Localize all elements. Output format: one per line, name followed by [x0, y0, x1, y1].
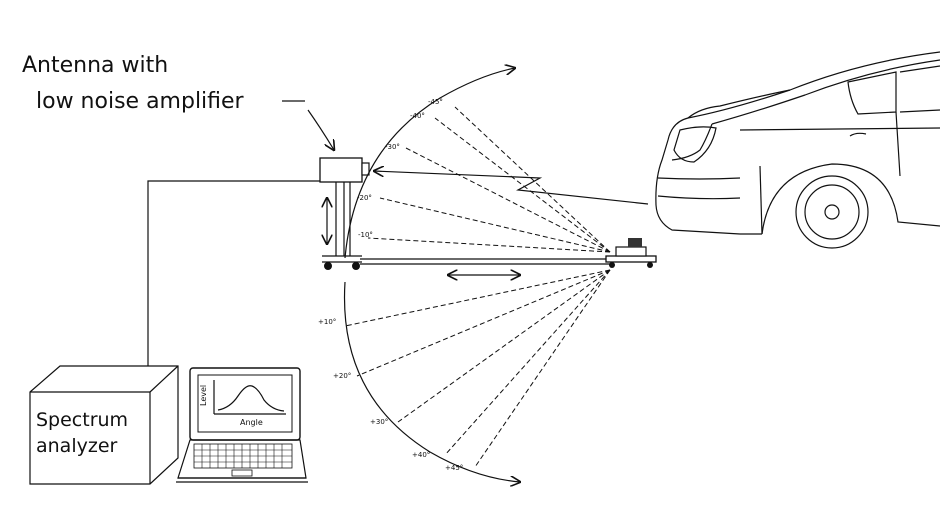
angle-fan-upper	[367, 106, 611, 253]
analyzer-label-line2: analyzer	[36, 435, 118, 457]
screen-level-curve	[217, 385, 285, 412]
spectrum-analyzer	[29, 365, 179, 485]
cable	[147, 180, 320, 366]
laptop	[176, 367, 308, 483]
antenna-lna-box	[319, 157, 363, 183]
rail	[360, 258, 612, 275]
upper-sweep-arc	[344, 68, 515, 259]
analyzer-label-line1: Spectrum	[36, 409, 128, 431]
angle-label-minus-40: -40°	[410, 112, 425, 120]
angle-label-plus-10: +10°	[318, 318, 336, 326]
angle-label-plus-40: +40°	[412, 451, 430, 459]
angle-label-plus-30: +30°	[370, 418, 388, 426]
antenna-label-line2: low noise amplifier	[36, 89, 245, 114]
antenna-label-line1: Antenna with	[22, 53, 168, 78]
screen-ylabel: Level	[199, 385, 208, 406]
angle-label-plus-45: +45°	[445, 464, 463, 472]
antenna-horn	[361, 162, 370, 176]
angle-label-minus-10: -10°	[358, 231, 373, 239]
device-under-test-platform	[605, 238, 657, 268]
touchpad	[231, 469, 253, 477]
lower-sweep-arc	[343, 281, 520, 482]
car-outline	[655, 51, 940, 249]
angle-label-minus-30: -30°	[385, 143, 400, 151]
angle-label-minus-20: -20°	[357, 194, 372, 202]
angle-fan-lower	[344, 269, 611, 468]
angle-label-minus-45: -45°	[428, 98, 443, 106]
antenna-label-arrow	[307, 109, 334, 150]
signal-path-arrow	[374, 171, 649, 205]
angle-label-plus-20: +20°	[333, 372, 351, 380]
antenna-assembly	[319, 157, 370, 270]
screen-xlabel: Angle	[240, 418, 263, 427]
